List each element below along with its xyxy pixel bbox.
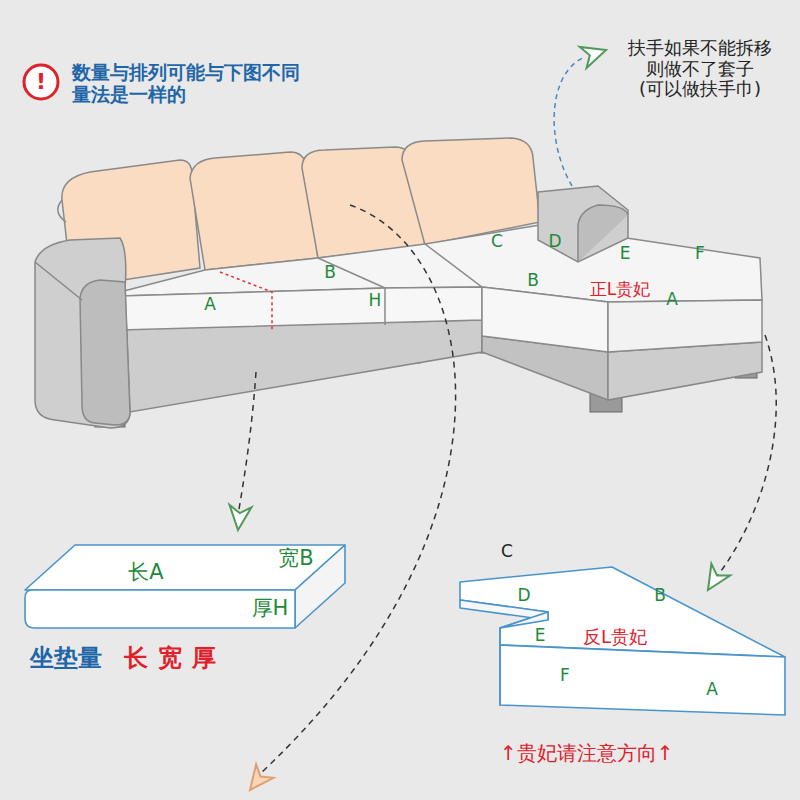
- node-text: 厚H: [252, 596, 289, 620]
- cushion-box: 长A 宽B 厚H: [20, 538, 352, 634]
- armrest: [538, 186, 628, 262]
- dimension-letter: A: [204, 295, 216, 315]
- note-text: 扶手如果不能拆移 则做不了套子 (可以做扶手巾): [620, 38, 780, 100]
- seat-front: [120, 287, 482, 330]
- armrest-front: [80, 280, 130, 425]
- leader-line: [262, 205, 456, 772]
- arrowhead: [227, 505, 251, 531]
- warning-mark: !: [36, 69, 46, 94]
- dimension-letter: F: [695, 244, 705, 264]
- node-text: F: [560, 666, 570, 686]
- back-cushion: [190, 152, 318, 270]
- dimension-letter: B: [324, 263, 336, 283]
- arrowhead: [580, 40, 610, 68]
- node-text: E: [535, 626, 546, 646]
- back-edge: [58, 200, 66, 222]
- outline: [500, 645, 785, 715]
- chaise-shape: D B 反L贵妃 EF A: [455, 560, 790, 730]
- arrowhead: [699, 564, 730, 596]
- node-text: B: [654, 586, 666, 606]
- warning-icon: [24, 65, 58, 99]
- node-text: 宽B: [278, 546, 313, 570]
- node-text: 反L贵妃: [583, 627, 647, 648]
- node-text: D: [517, 586, 530, 606]
- dimension-letter: C: [501, 542, 513, 562]
- caption-text: 长: [124, 645, 148, 673]
- node-text: 长A: [128, 560, 163, 584]
- dimension-letter: C: [491, 232, 503, 252]
- caption-text: 厚: [192, 645, 216, 673]
- outline: [25, 590, 295, 628]
- dimension-letter: A: [666, 290, 678, 310]
- dimension-letter: E: [620, 244, 631, 264]
- armrest-edge: [35, 262, 82, 300]
- node-text: A: [706, 680, 718, 700]
- measure-line: [220, 272, 272, 330]
- arrowhead: [241, 764, 273, 796]
- dimension-letter: D: [548, 232, 561, 252]
- outline: [25, 545, 345, 590]
- caption-text: 坐垫量: [30, 645, 102, 673]
- note-text: 数量与排列可能与下图不同 量法是一样的: [72, 62, 312, 106]
- chaise-side: [608, 300, 762, 352]
- chaise-front: [482, 287, 608, 352]
- dimension-letter: H: [369, 291, 382, 311]
- outline: [499, 628, 501, 705]
- dimension-letter: B: [527, 271, 539, 291]
- outline: [460, 567, 785, 657]
- direction-note: ↑贵妃请注意方向↑: [500, 742, 674, 765]
- sofa-base: [120, 320, 482, 412]
- leader-line: [718, 335, 776, 575]
- leader-line: [238, 372, 256, 515]
- chaise-label: 正L贵妃: [590, 280, 650, 300]
- caption-text: 宽: [158, 645, 182, 673]
- leader-line: [554, 57, 585, 186]
- cushion-seam: [384, 288, 386, 325]
- armrest: [35, 238, 130, 428]
- cushion-seam: [318, 258, 385, 288]
